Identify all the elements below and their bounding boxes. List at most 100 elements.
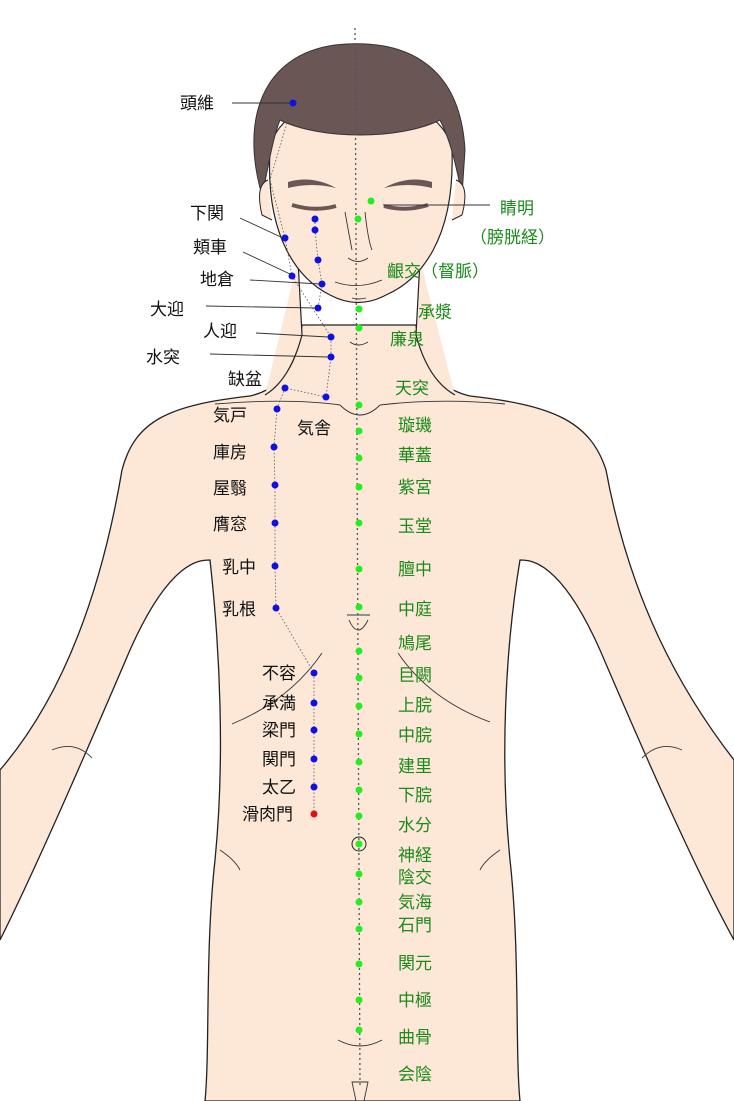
leader-lines [205, 102, 490, 358]
conception-label: 建里 [398, 757, 432, 777]
conception-point[interactable] [355, 996, 363, 1004]
left-rib-line [231, 652, 323, 725]
conception-point[interactable] [355, 758, 363, 766]
conception-point[interactable] [355, 840, 363, 848]
right-ear [451, 179, 466, 221]
point-xiaguan[interactable] [281, 234, 289, 242]
label-xiaguan: 下関 [190, 204, 224, 224]
point-burong[interactable] [310, 669, 318, 677]
conception-point[interactable] [355, 427, 363, 435]
label-kufang: 庫房 [213, 443, 247, 463]
conception-point[interactable] [355, 786, 363, 794]
conception-point[interactable] [355, 812, 363, 820]
point-jiache[interactable] [288, 272, 296, 280]
conception-points [351, 197, 375, 1034]
point-huaroumen[interactable] [310, 810, 318, 818]
conception-label: 石門 [398, 916, 432, 936]
conception-point[interactable] [355, 674, 363, 682]
point-ruzhong[interactable] [271, 562, 279, 570]
label-jiache: 頬車 [193, 238, 227, 258]
clavicle [214, 400, 506, 406]
label-daying: 大迎 [150, 300, 184, 320]
right-arm-line [641, 745, 683, 759]
label-yinjiao-gv: 齦交（督脈） [387, 262, 489, 282]
conception-label: 曲骨 [398, 1028, 432, 1048]
left-hip-line [219, 849, 241, 871]
conception-label: 下脘 [398, 786, 432, 806]
mouth [334, 279, 383, 300]
conception-point[interactable] [355, 1026, 363, 1034]
conception-point[interactable] [355, 454, 363, 462]
point-lianquan[interactable] [355, 324, 363, 332]
conception-point[interactable] [355, 870, 363, 878]
label-dicang: 地倉 [200, 270, 234, 290]
point-touwei[interactable] [289, 99, 297, 107]
point-rugen[interactable] [272, 604, 280, 612]
navel-ring [351, 836, 367, 852]
conception-point[interactable] [355, 730, 363, 738]
point-taiyi[interactable] [310, 783, 318, 791]
label-chengman: 承満 [262, 694, 296, 714]
point-face[interactable] [314, 256, 322, 264]
stomach-meridian-path [269, 102, 332, 814]
point-face[interactable] [311, 215, 319, 223]
point-wuyi[interactable] [271, 481, 279, 489]
point-face[interactable] [311, 226, 319, 234]
label-qishe: 気舎 [297, 419, 331, 439]
conception-label: 会陰 [398, 1065, 432, 1085]
point-dicang[interactable] [318, 280, 326, 288]
point-yingchuang[interactable] [271, 519, 279, 527]
left-eye [291, 203, 337, 211]
pubic-line [337, 1039, 383, 1047]
neck [264, 259, 456, 396]
label-guanmen: 関門 [262, 750, 296, 770]
conception-point[interactable] [355, 925, 363, 933]
point-kufang[interactable] [270, 443, 278, 451]
left-arm-line [51, 745, 93, 759]
point-chengman[interactable] [310, 699, 318, 707]
conception-point[interactable] [355, 960, 363, 968]
conception-label: 華蓋 [398, 446, 432, 466]
point-jingming[interactable] [367, 197, 375, 205]
point-quepen[interactable] [281, 384, 289, 392]
label-taiyi: 太乙 [262, 778, 296, 798]
conception-label: 中庭 [398, 600, 432, 620]
conception-label: 膻中 [398, 559, 432, 580]
conception-point[interactable] [355, 483, 363, 491]
point-qishe[interactable] [322, 393, 330, 401]
stomach-labels: 頭維 下関 頬車 地倉 大迎 人迎 水突 缺盆 気舎 気戸 庫房 屋翳 膺窓 乳… [146, 94, 331, 825]
label-lianquan: 廉泉 [390, 330, 424, 350]
point-yinjiao-gv[interactable] [354, 215, 362, 223]
point-daying[interactable] [314, 304, 322, 312]
midline [354, 27, 361, 1086]
point-chengjiang[interactable] [355, 305, 363, 313]
stomach-points [270, 99, 335, 818]
torso [0, 324, 734, 1101]
point-guanmen[interactable] [310, 755, 318, 763]
conception-point[interactable] [355, 647, 363, 655]
conception-point[interactable] [355, 519, 363, 527]
point-shuitu[interactable] [327, 353, 335, 361]
conception-label: 紫宮 [398, 478, 432, 498]
label-qihu: 気戸 [213, 406, 247, 426]
label-renying: 人迎 [203, 322, 237, 342]
conception-label: 陰交 [398, 868, 432, 888]
point-liangmen[interactable] [310, 726, 318, 734]
conception-point[interactable] [355, 603, 363, 611]
label-wuyi: 屋翳 [213, 479, 247, 499]
conception-point[interactable] [355, 401, 363, 409]
conception-label: 上脘 [398, 696, 432, 716]
label-quepen: 缺盆 [228, 370, 262, 390]
point-renying[interactable] [327, 333, 335, 341]
conception-point[interactable] [355, 898, 363, 906]
conception-point[interactable] [355, 702, 363, 710]
conception-label: 鳩尾 [398, 634, 432, 654]
left-ear [259, 179, 273, 221]
conception-point[interactable] [355, 565, 363, 573]
perineum-mark [351, 1081, 369, 1101]
label-chengjiang: 承漿 [418, 303, 452, 323]
point-qihu[interactable] [273, 405, 281, 413]
conception-label: 神経 [398, 846, 432, 866]
